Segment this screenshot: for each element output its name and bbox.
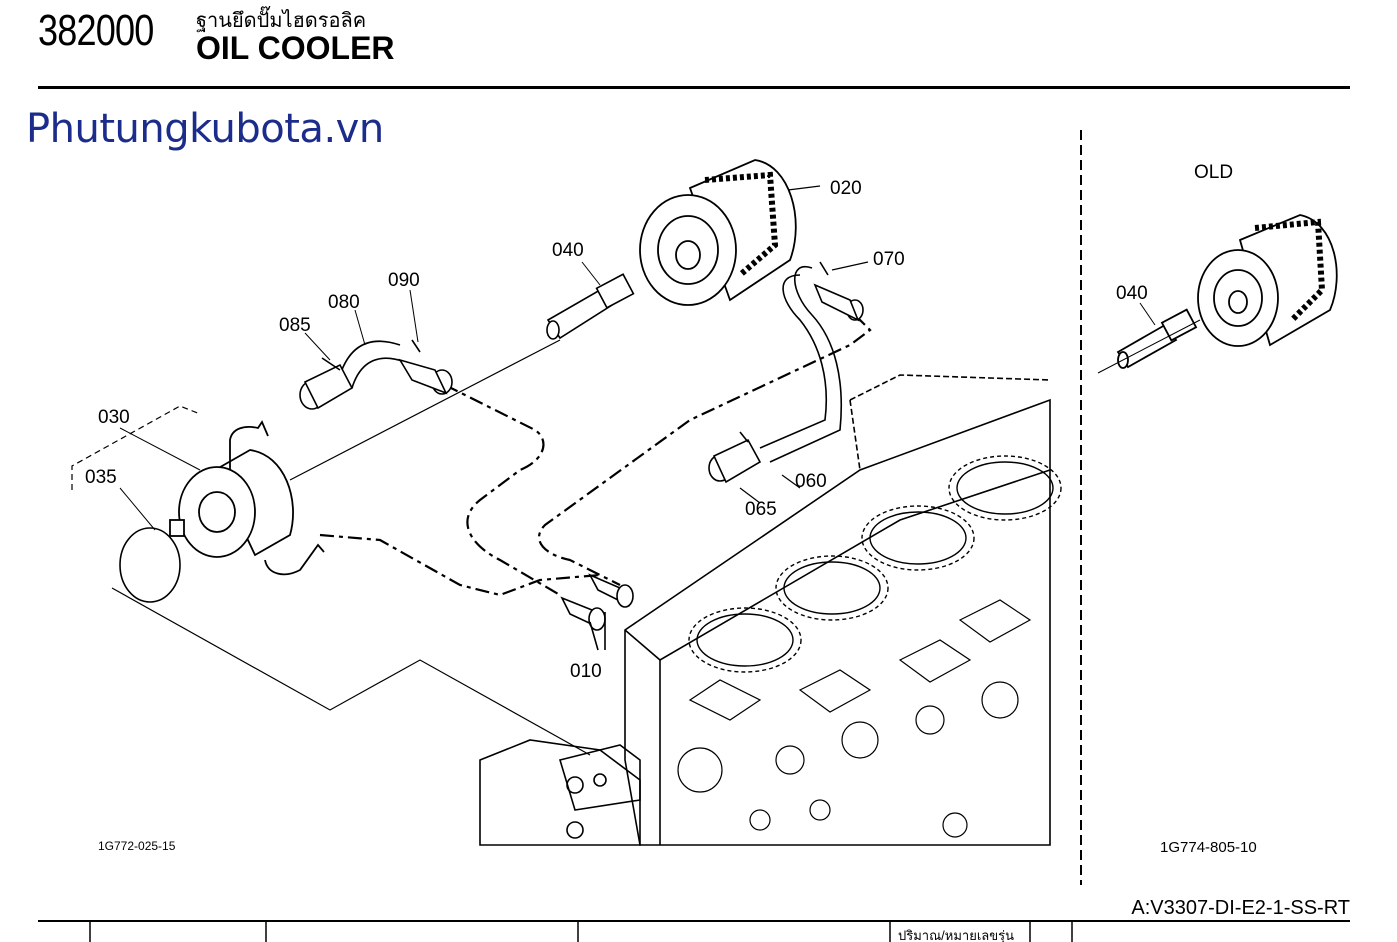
engine-block bbox=[479, 374, 1062, 846]
leader-lines bbox=[71, 185, 869, 756]
model-code: A:V3307-DI-E2-1-SS-RT bbox=[1131, 897, 1350, 919]
hose-080 bbox=[339, 340, 406, 389]
callout-070: 070 bbox=[873, 249, 905, 270]
figure-code: 1G772-025-15 bbox=[98, 839, 176, 853]
callout-030: 030 bbox=[98, 407, 130, 428]
callout-060: 060 bbox=[795, 471, 827, 492]
callout-080: 080 bbox=[328, 292, 360, 313]
watermark: Phutungkubota.vn bbox=[26, 106, 384, 152]
oil-filter-020 bbox=[639, 159, 797, 306]
callout-035: 035 bbox=[85, 467, 117, 488]
callout-040: 040 bbox=[552, 240, 584, 261]
hose-routes bbox=[319, 314, 872, 597]
connectors-010 bbox=[560, 573, 634, 651]
callout-065: 065 bbox=[745, 499, 777, 520]
oil-cooler bbox=[169, 420, 325, 576]
footer-table: ปริมาณ/หมายเลขรุ่น bbox=[38, 920, 1350, 942]
callout-010: 010 bbox=[570, 661, 602, 682]
callout-020: 020 bbox=[830, 178, 862, 199]
callout-090: 090 bbox=[388, 270, 420, 291]
nipple-040 bbox=[546, 273, 635, 340]
title-thai: ฐานยึดปั๊มไฮดรอลิค bbox=[196, 8, 367, 32]
inset-old: OLD 040 1G774-805-10 bbox=[1097, 162, 1338, 856]
gasket-035 bbox=[119, 527, 181, 603]
inset-label: OLD bbox=[1194, 162, 1233, 183]
inset-figure-code: 1G774-805-10 bbox=[1160, 839, 1257, 856]
callout-085: 085 bbox=[279, 315, 311, 336]
header-rule bbox=[38, 86, 1350, 89]
hose-clamps bbox=[299, 261, 864, 484]
pipe-060 bbox=[759, 265, 843, 463]
inset-callout-040: 040 bbox=[1116, 283, 1148, 304]
page-title: OIL COOLER bbox=[196, 30, 395, 66]
section-number: 382000 bbox=[38, 6, 154, 55]
qty-header: ปริมาณ/หมายเลขรุ่น bbox=[898, 928, 1014, 942]
